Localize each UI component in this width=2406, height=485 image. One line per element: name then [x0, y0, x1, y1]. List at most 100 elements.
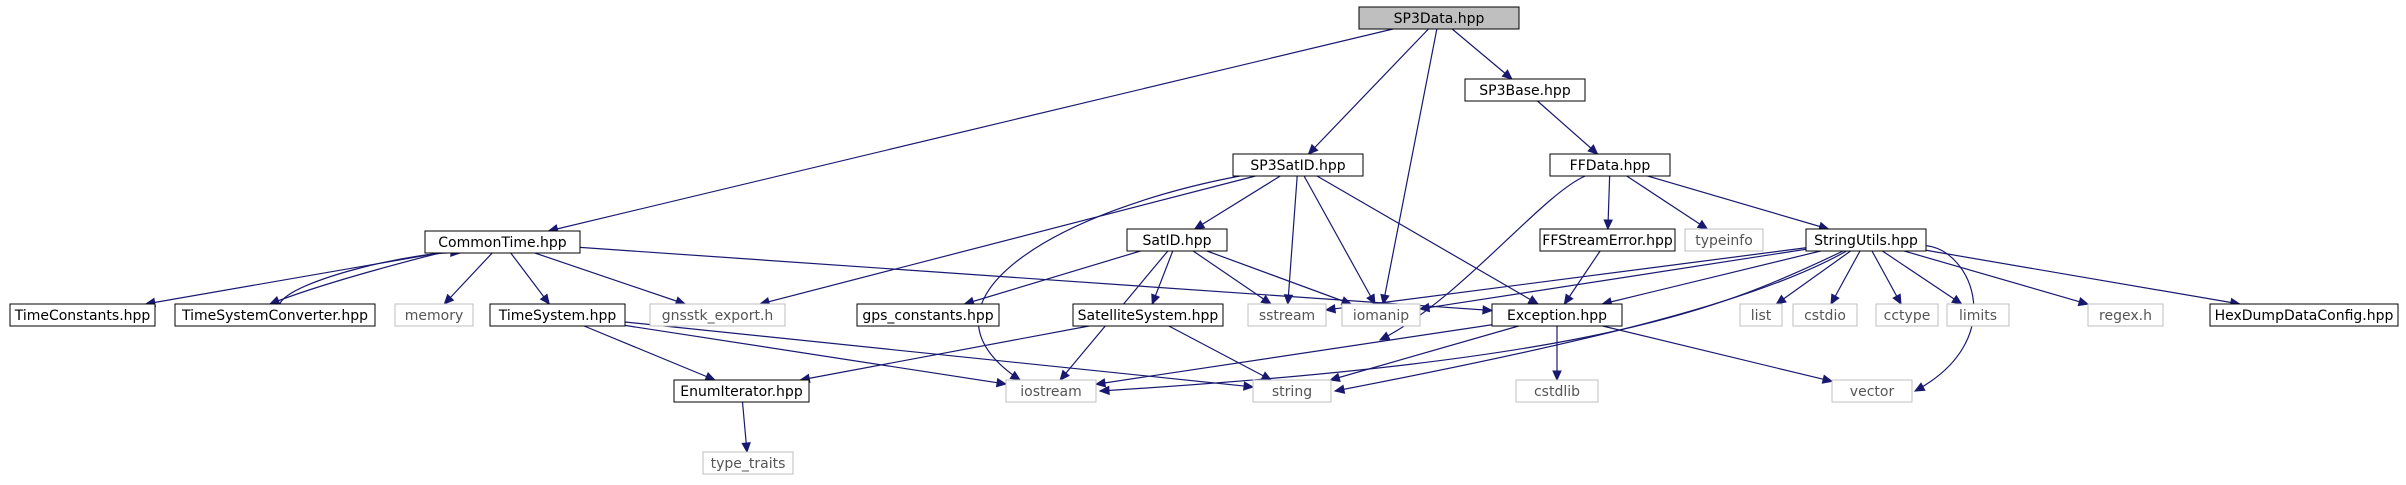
- edge-line: [1903, 250, 2089, 305]
- node-hexdump[interactable]: HexDumpDataConfig.hpp: [2209, 303, 2399, 327]
- edge-arrowhead: [1243, 381, 1255, 391]
- edge-sp3satid-to-sstream: [1283, 175, 1298, 306]
- node-box: [1739, 303, 1783, 327]
- node-label: SP3Base.hpp: [1479, 83, 1571, 99]
- edge-sp3data-to-iomanip: [1380, 28, 1438, 306]
- node-typeinfo: typeinfo: [1684, 228, 1764, 252]
- edge-line: [1330, 325, 1519, 381]
- edge-exception-to-iostream: [1094, 324, 1493, 388]
- node-label: TimeSystem.hpp: [498, 308, 617, 324]
- edge-arrowhead: [1009, 370, 1022, 381]
- edge-line: [1602, 325, 1833, 382]
- edge-ffstreamerror-to-exception: [1563, 250, 1601, 306]
- node-satellitesystem[interactable]: SatelliteSystem.hpp: [1072, 303, 1224, 327]
- node-box: [1539, 228, 1676, 252]
- node-sp3data[interactable]: SP3Data.hpp: [1358, 6, 1520, 30]
- node-commontime[interactable]: CommonTime.hpp: [424, 230, 581, 254]
- node-label: sstream: [1259, 308, 1315, 324]
- node-box: [1247, 303, 1327, 327]
- edge-satid-to-satellitesystem: [1151, 250, 1174, 306]
- node-box: [1252, 379, 1332, 403]
- edge-stringutils-to-vector: [1913, 245, 1975, 392]
- node-sp3satid[interactable]: SP3SatID.hpp: [1232, 153, 1364, 177]
- edge-stringutils-to-limits: [1882, 250, 1963, 305]
- node-cstdlib: cstdlib: [1515, 379, 1599, 403]
- node-timeconstants[interactable]: TimeConstants.hpp: [9, 303, 156, 327]
- node-box: [394, 303, 474, 327]
- edge-sp3satid-to-exception: [1316, 175, 1540, 305]
- edge-arrowhead: [1193, 219, 1206, 230]
- edge-commontime-to-memory: [443, 252, 493, 305]
- edge-arrowhead: [1913, 382, 1926, 392]
- node-box: [1946, 303, 2010, 327]
- node-ffdata[interactable]: FFData.hpp: [1549, 153, 1671, 177]
- node-label: regex.h: [2099, 308, 2152, 324]
- edge-sp3data-to-commontime: [547, 28, 1394, 234]
- node-label: CommonTime.hpp: [438, 235, 567, 251]
- edge-line: [1194, 175, 1281, 230]
- edge-line: [583, 325, 716, 381]
- node-label: limits: [1959, 308, 1997, 324]
- edge-arrowhead: [1380, 293, 1390, 306]
- edge-ffdata-to-typeinfo: [1626, 175, 1709, 230]
- node-box: [1549, 153, 1671, 177]
- node-exception[interactable]: Exception.hpp: [1491, 303, 1623, 327]
- edge-arrowhead: [2077, 296, 2090, 307]
- edge-arrowhead: [1482, 305, 1494, 315]
- node-box: [424, 230, 581, 254]
- node-label: string: [1272, 384, 1312, 400]
- node-label: SatelliteSystem.hpp: [1078, 308, 1219, 324]
- edge-stringutils-to-string: [1333, 250, 1847, 394]
- edge-line: [1334, 250, 1847, 392]
- edge-line: [534, 252, 686, 305]
- edge-satellitesystem-to-string: [1168, 325, 1273, 381]
- edge-line: [1563, 250, 1601, 305]
- node-gnsstkexport: gnsstk_export.h: [649, 303, 786, 327]
- edge-line: [1882, 250, 1962, 305]
- node-box: [1072, 303, 1224, 327]
- edge-sp3data-to-sp3base: [1451, 28, 1513, 80]
- edge-line: [1192, 250, 1272, 305]
- node-label: TimeConstants.hpp: [14, 308, 151, 324]
- edge-line: [964, 250, 1141, 305]
- edge-line: [1308, 28, 1429, 155]
- edge-timesystem-to-enumiterator: [583, 325, 717, 381]
- edge-stringutils-to-list: [1775, 250, 1851, 305]
- edge-ffdata-to-stringutils: [1647, 175, 1830, 231]
- edge-arrowhead: [1830, 293, 1840, 306]
- edge-arrowhead: [1094, 378, 1107, 388]
- node-label: FFData.hpp: [1570, 158, 1651, 174]
- edge-arrowhead: [1329, 372, 1341, 382]
- node-timesystem[interactable]: TimeSystem.hpp: [489, 303, 626, 327]
- edge-arrowhead: [1151, 293, 1161, 306]
- edge-arrowhead: [1098, 385, 1110, 396]
- edge-line: [279, 252, 461, 305]
- node-label: FFStreamError.hpp: [1542, 233, 1673, 249]
- edge-arrowhead: [1603, 219, 1613, 231]
- node-gpsconstants[interactable]: gps_constants.hpp: [856, 303, 1000, 327]
- node-label: HexDumpDataConfig.hpp: [2215, 308, 2394, 324]
- node-ffstreamerror[interactable]: FFStreamError.hpp: [1539, 228, 1676, 252]
- node-label: Exception.hpp: [1507, 308, 1607, 324]
- edge-timesystem-to-iostream: [624, 324, 1008, 388]
- node-enumiterator[interactable]: EnumIterator.hpp: [673, 379, 810, 403]
- edge-arrowhead: [1418, 302, 1431, 313]
- node-stringutils[interactable]: StringUtils.hpp: [1805, 228, 1927, 252]
- edge-arrowhead: [1527, 295, 1540, 305]
- edge-exception-to-string: [1329, 325, 1519, 382]
- edge-line: [1206, 250, 1352, 305]
- node-sp3base[interactable]: SP3Base.hpp: [1464, 78, 1586, 102]
- node-label: iostream: [1020, 384, 1082, 400]
- node-box: [673, 379, 810, 403]
- node-timesystemconverter[interactable]: TimeSystemConverter.hpp: [174, 303, 376, 327]
- edge-sp3satid-to-satid: [1193, 175, 1281, 230]
- edge-arrowhead: [1333, 384, 1346, 394]
- node-box: [9, 303, 156, 327]
- node-satid[interactable]: SatID.hpp: [1126, 228, 1228, 252]
- edge-line: [548, 28, 1394, 232]
- edge-commontime-to-timesystem: [510, 252, 550, 305]
- edge-arrowhead: [539, 293, 550, 305]
- edge-sp3base-to-ffdata: [1537, 100, 1599, 155]
- node-box: [1341, 303, 1421, 327]
